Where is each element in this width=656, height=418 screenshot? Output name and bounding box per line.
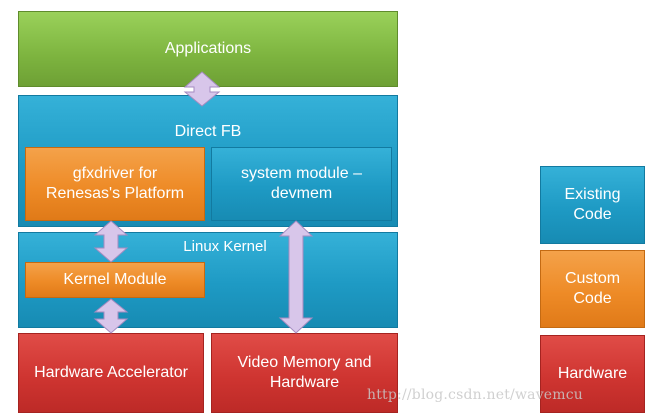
hardware-accelerator-block: Hardware Accelerator [18,333,204,413]
linux-kernel-block [18,232,398,328]
hardware-accelerator-label: Hardware Accelerator [34,364,188,382]
watermark: http://blog.csdn.net/wavemcu [367,387,584,403]
kernel-module-block: Kernel Module [25,262,205,298]
applications-label: Applications [164,40,252,58]
gfxdriver-label: gfxdriver for Renesas's Platform [45,165,185,202]
direct-fb-label: Direct FB [174,123,242,140]
kernel-module-label: Kernel Module [63,271,167,289]
legend-hardware: Hardware [540,335,645,413]
system-module-block: system module – devmem [211,147,392,221]
video-memory-label: Video Memory and Hardware [237,354,372,391]
double-arrow-kernelmodule-hwaccel [93,298,129,334]
double-arrow-sysmodule-videomemory [278,220,314,334]
applications-block: Applications [18,11,398,87]
legend-custom-label: Custom Code [564,270,621,307]
gfxdriver-block: gfxdriver for Renesas's Platform [25,147,205,221]
legend-existing-label: Existing Code [564,186,621,223]
double-arrow-applications-directfb [183,71,221,107]
legend-hardware-label: Hardware [557,365,628,383]
double-arrow-gfxdriver-kernelmodule [93,220,129,263]
legend-existing-code: Existing Code [540,166,645,244]
legend-custom-code: Custom Code [540,250,645,328]
system-module-label: system module – devmem [241,165,362,202]
linux-kernel-label: Linux Kernel [183,238,267,255]
video-memory-block: Video Memory and Hardware [211,333,398,413]
